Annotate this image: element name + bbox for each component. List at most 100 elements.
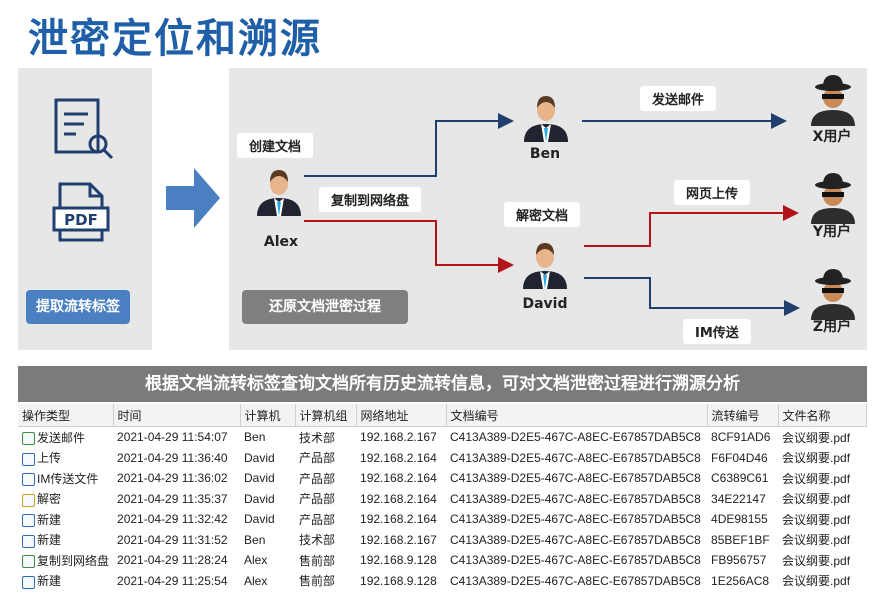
cell-text: 192.168.9.128 [360, 573, 437, 588]
cell-text: 产品部 [299, 451, 336, 466]
cell-text: 新建 [37, 533, 62, 548]
arrow-alex-ben [304, 113, 514, 177]
cell-text: 会议纲要.pdf [782, 451, 851, 466]
extract-tag-button: 提取流转标签 [26, 290, 130, 324]
table-cell: 192.168.2.164 [356, 468, 446, 489]
cell-text: 会议纲要.pdf [782, 574, 851, 589]
col-time[interactable]: 时间 [113, 404, 241, 427]
table-cell: 2021-04-29 11:28:24 [113, 550, 240, 571]
david-avatar-icon [523, 243, 567, 289]
cell-text: 产品部 [299, 492, 336, 507]
cell-text: 192.168.2.167 [360, 430, 437, 445]
col-group[interactable]: 计算机组 [295, 404, 357, 427]
cell-text: David [244, 450, 275, 465]
table-cell: 售前部 [295, 571, 356, 592]
table-cell: 192.168.2.167 [356, 530, 446, 551]
label-im: IM传送 [683, 319, 751, 344]
cell-text: 192.168.2.164 [360, 450, 437, 465]
cell-text: 192.168.2.167 [360, 532, 437, 547]
document-icon [22, 514, 35, 528]
chat-icon [22, 473, 35, 487]
leak-flow-diagram [257, 75, 855, 320]
cell-text: 会议纲要.pdf [782, 533, 851, 548]
cell-text: 2021-04-29 11:25:54 [117, 573, 228, 588]
hacker-x-icon [811, 75, 855, 126]
table-cell: 解密 [18, 489, 113, 510]
col-ip[interactable]: 网络地址 [356, 404, 447, 427]
document-icons: PDF [52, 98, 114, 242]
cell-text: 售前部 [299, 553, 336, 568]
col-doc-id[interactable]: 文档编号 [446, 404, 708, 427]
cell-text: C413A389-D2E5-467C-A8EC-E67857DAB5C8 [450, 471, 701, 486]
table-cell: C413A389-D2E5-467C-A8EC-E67857DAB5C8 [446, 571, 707, 592]
cell-text: 34E22147 [711, 491, 766, 506]
cell-text: 新建 [37, 512, 62, 527]
cell-text: 8CF91AD6 [711, 430, 771, 445]
table-cell: 上传 [18, 448, 113, 469]
table-cell: 85BEF1BF [707, 530, 778, 551]
table-cell: 发送邮件 [18, 427, 113, 448]
cell-text: 2021-04-29 11:31:52 [117, 532, 228, 547]
label-create: 创建文档 [237, 133, 314, 158]
cell-text: 上传 [37, 451, 62, 466]
pdf-label: PDF [64, 211, 98, 229]
table-cell: C413A389-D2E5-467C-A8EC-E67857DAB5C8 [446, 448, 707, 469]
table-cell: 新建 [18, 571, 113, 592]
document-icon [22, 534, 35, 548]
trace-banner: 根据文档流转标签查询文档所有历史流转信息，可对文档泄密过程进行溯源分析 [18, 366, 867, 402]
cell-text: C6389C61 [711, 471, 769, 486]
cell-text: C413A389-D2E5-467C-A8EC-E67857DAB5C8 [450, 430, 701, 445]
cell-text: 会议纲要.pdf [782, 471, 851, 486]
cell-text: 4DE98155 [711, 512, 768, 527]
table-cell: 会议纲要.pdf [778, 509, 866, 530]
trace-log-table: 操作类型 时间 计算机 计算机组 网络地址 文档编号 流转编号 文件名称 发送邮… [18, 404, 868, 592]
table-cell: 34E22147 [707, 489, 778, 510]
table-cell: 4DE98155 [707, 509, 778, 530]
table-cell: 会议纲要.pdf [778, 468, 866, 489]
table-cell: 新建 [18, 530, 113, 551]
cell-text: 新建 [37, 574, 62, 589]
col-file-name[interactable]: 文件名称 [778, 404, 868, 427]
table-row[interactable]: 发送邮件 2021-04-29 11:54:07 Ben 技术部 192.168.2.1… [18, 427, 867, 448]
cell-text: 技术部 [299, 430, 336, 445]
cell-text: 售前部 [299, 574, 336, 589]
label-email: 发送邮件 [640, 86, 717, 111]
table-cell: 会议纲要.pdf [778, 448, 866, 469]
table-header-row: 操作类型 时间 计算机 计算机组 网络地址 文档编号 流转编号 文件名称 [18, 404, 868, 427]
arrow-david-z [584, 277, 800, 316]
table-cell: 会议纲要.pdf [778, 427, 866, 448]
page-title: 泄密定位和溯源 [28, 16, 322, 62]
table-cell: 复制到网络盘 [18, 550, 113, 571]
network-drive-icon [22, 555, 35, 569]
table-cell: Ben [240, 427, 295, 448]
col-flow-id[interactable]: 流转编号 [707, 404, 779, 427]
cell-text: C413A389-D2E5-467C-A8EC-E67857DAB5C8 [450, 573, 701, 588]
table-cell: 2021-04-29 11:35:37 [113, 489, 240, 510]
table-cell: C413A389-D2E5-467C-A8EC-E67857DAB5C8 [446, 509, 707, 530]
cell-text: Ben [244, 532, 266, 547]
document-search-icon [54, 98, 114, 160]
table-cell: 192.168.2.167 [356, 427, 446, 448]
col-op-type[interactable]: 操作类型 [18, 404, 114, 427]
cell-text: 2021-04-29 11:54:07 [117, 430, 228, 445]
arrow-alex-david [304, 220, 514, 273]
table-cell: 会议纲要.pdf [778, 530, 866, 551]
cell-text: 1E256AC8 [711, 573, 770, 588]
col-computer[interactable]: 计算机 [240, 404, 296, 427]
cell-text: 复制到网络盘 [37, 553, 110, 568]
cell-text: 2021-04-29 11:32:42 [117, 512, 228, 527]
cell-text: David [244, 491, 275, 506]
name-alex: Alex [263, 234, 299, 250]
name-z-user: Z用户 [812, 319, 852, 335]
table-cell: 192.168.9.128 [356, 571, 446, 592]
table-cell: 产品部 [295, 489, 356, 510]
flow-arrow-icon [166, 168, 220, 228]
